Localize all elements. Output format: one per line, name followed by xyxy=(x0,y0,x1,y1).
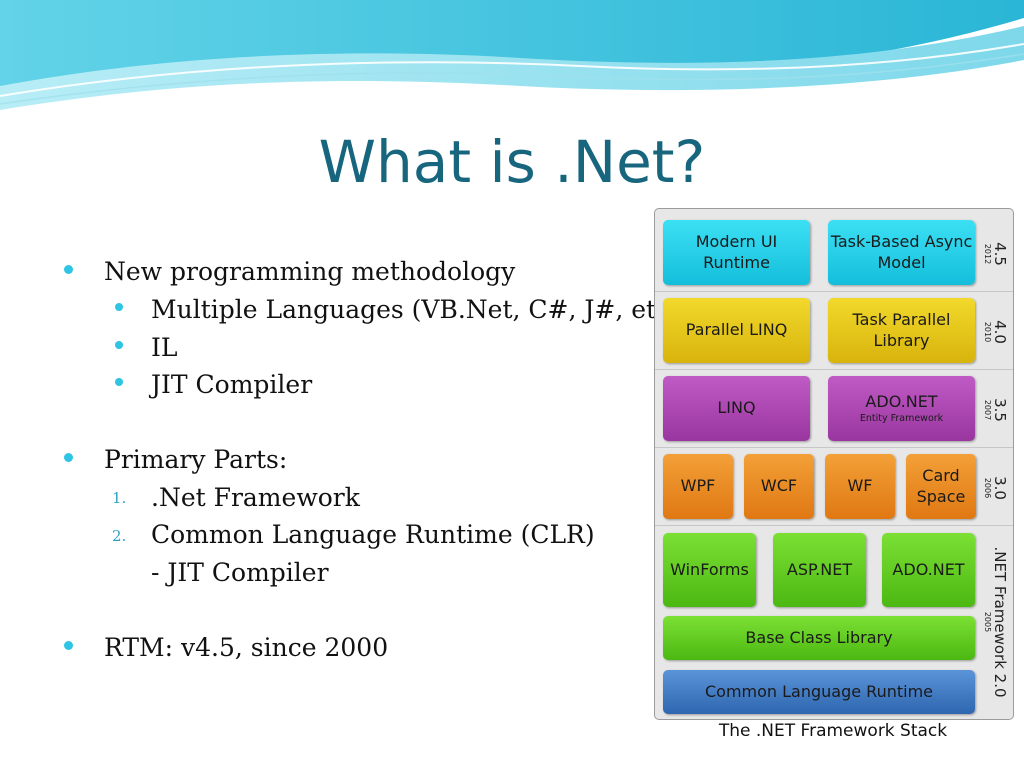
sub-bullet-dot xyxy=(115,303,123,311)
numbered-item-text: .Net Framework xyxy=(151,483,360,512)
version-number: .NET Framework 2.0 xyxy=(991,546,1010,698)
version-number: 4.0 xyxy=(991,320,1010,344)
box-card-space: Card Space xyxy=(906,454,976,519)
box-ado-net: ADO.NET xyxy=(882,533,975,607)
box-asp-net: ASP.NET xyxy=(773,533,866,607)
bullet-text: RTM: v4.5, since 2000 xyxy=(104,633,389,662)
version-year: 2007 xyxy=(983,399,993,421)
box-label: LINQ xyxy=(717,398,756,418)
box-common-language-runtime: Common Language Runtime xyxy=(663,670,975,714)
box-winforms: WinForms xyxy=(663,533,756,607)
bullet-text: New programming methodology xyxy=(104,257,516,286)
box-wcf: WCF xyxy=(744,454,814,519)
version-year: 2005 xyxy=(983,611,993,633)
bullet-dot xyxy=(64,641,73,650)
box-label: Modern UI Runtime xyxy=(695,231,778,272)
bullet-text: Primary Parts: xyxy=(104,445,288,474)
box-modern-ui-runtime: Modern UI Runtime xyxy=(663,220,810,285)
box-label: Task-Based Async Model xyxy=(830,231,973,272)
box-label: Base Class Library xyxy=(745,627,893,647)
numbered-item-text: Common Language Runtime (CLR) xyxy=(151,520,595,549)
box-label: Common Language Runtime xyxy=(704,681,934,701)
box-task-based-async-model: Task-Based Async Model xyxy=(828,220,975,285)
sub-bullet-text: Multiple Languages (VB.Net, C#, J#, etc.… xyxy=(151,295,688,324)
sub-bullet-text: IL xyxy=(151,333,178,362)
box-label: ASP.NET xyxy=(786,559,853,579)
box-label: ADO.NET xyxy=(892,559,965,579)
version-number: 3.0 xyxy=(991,476,1010,500)
version-year: 2006 xyxy=(983,477,993,499)
version-number: 4.5 xyxy=(991,242,1010,266)
box-label: Parallel LINQ xyxy=(685,320,788,340)
layer-divider xyxy=(655,447,1013,448)
box-label: WPF xyxy=(680,476,716,496)
box-label: ADO.NET xyxy=(865,392,938,412)
list-number: 1. xyxy=(112,489,127,507)
box-sublabel: Entity Framework xyxy=(859,413,944,425)
box-label: WF xyxy=(847,476,873,496)
box-label: WinForms xyxy=(670,559,749,579)
continuation-text: - JIT Compiler xyxy=(151,558,329,587)
box-base-class-library: Base Class Library xyxy=(663,616,975,660)
version-year: 2010 xyxy=(983,321,993,343)
box-wpf: WPF xyxy=(663,454,733,519)
sub-bullet-text: JIT Compiler xyxy=(151,370,313,399)
slide-title: What is .Net? xyxy=(318,128,706,196)
version-number: 3.5 xyxy=(991,398,1010,422)
list-number: 2. xyxy=(112,527,127,545)
sub-bullet-dot xyxy=(115,378,123,386)
framework-stack-diagram: Modern UI Runtime Task-Based Async Model… xyxy=(654,208,1014,720)
bullet-dot xyxy=(64,265,73,274)
header-wave-decoration xyxy=(0,0,1024,110)
layer-divider xyxy=(655,525,1013,526)
bullet-dot xyxy=(64,453,73,462)
layer-divider xyxy=(655,369,1013,370)
box-linq: LINQ xyxy=(663,376,810,441)
box-task-parallel-library: Task Parallel Library xyxy=(828,298,975,363)
diagram-caption: The .NET Framework Stack xyxy=(718,721,948,741)
box-parallel-linq: Parallel LINQ xyxy=(663,298,810,363)
box-label: Task Parallel Library xyxy=(852,309,951,350)
layer-divider xyxy=(655,291,1013,292)
box-label: Card Space xyxy=(916,465,966,506)
sub-bullet-dot xyxy=(115,341,123,349)
box-label: WCF xyxy=(760,476,798,496)
version-year: 2012 xyxy=(983,243,993,265)
box-wf: WF xyxy=(825,454,895,519)
